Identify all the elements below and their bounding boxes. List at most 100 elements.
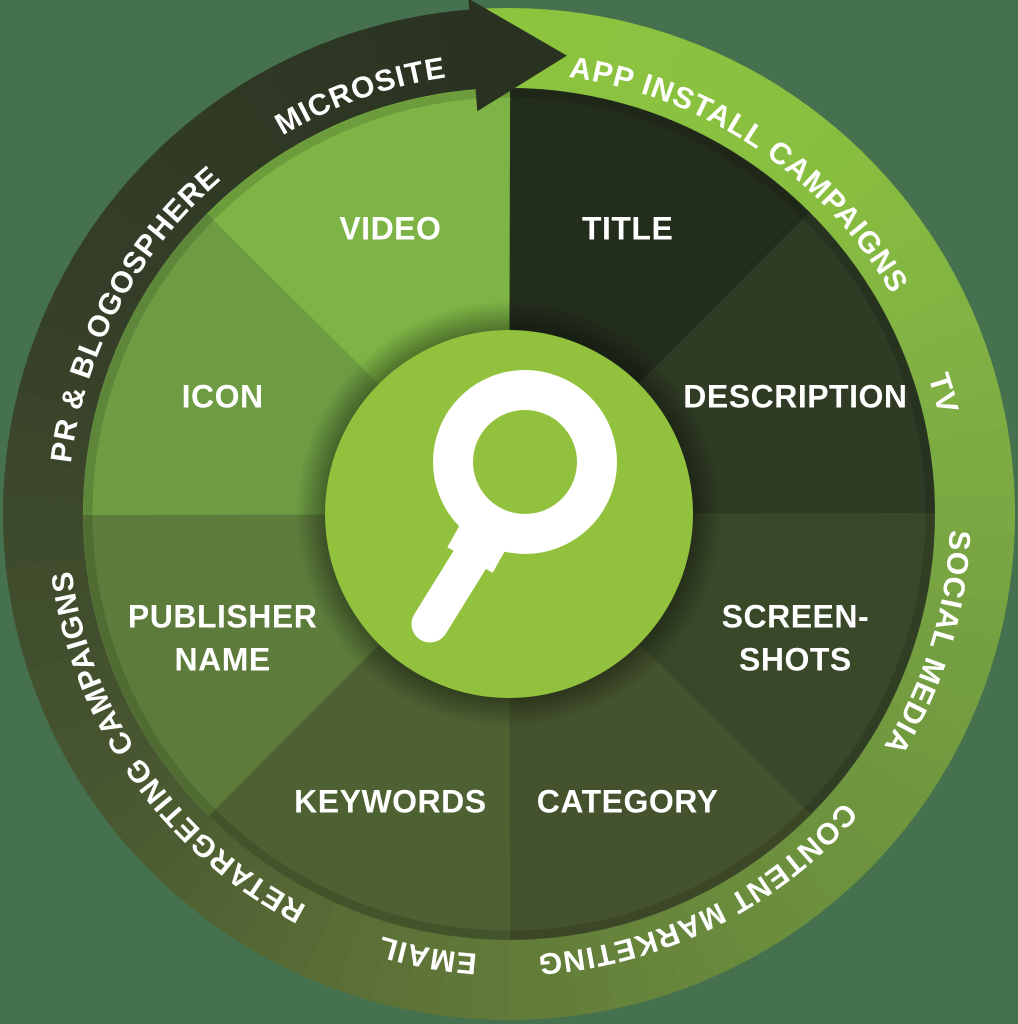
outer-ring-arc [155,818,236,902]
outer-ring-arc [268,888,336,977]
outer-ring-arc [928,426,1013,473]
outer-ring-arc [654,38,718,126]
magnifier-icon [411,370,617,643]
outer-ring-arc [211,83,286,170]
outer-ring-arc [70,228,158,301]
outer-ring-arc [903,645,991,707]
outer-ring-arc [803,799,886,881]
segment-label-line: TITLE [582,211,673,247]
outer-ring-arc [876,700,964,770]
outer-ring-arc [132,147,215,229]
outer-ring-arc [932,461,1015,502]
outer-ring-arc [732,858,807,945]
segment-label-publisher-name: PUBLISHER NAME [128,599,317,678]
magnifier-handle [411,534,493,643]
outer-ring-arc [333,913,392,1001]
outer-ring-arc [240,65,312,153]
segment-label-line: DESCRIPTION [683,378,907,414]
outer-ring [3,8,1015,1020]
outer-ring-arc [860,727,948,800]
outer-ring-arc [706,875,778,963]
outer-ring-arc [932,528,1015,570]
outer-ring-arc [844,202,931,278]
inner-wheel-rim-shadow [83,88,935,940]
segment-label-description: DESCRIPTION [683,378,907,414]
outer-ring-arc [39,289,128,355]
outer-ring-arc [238,873,310,961]
outer-ring-arc [89,200,175,276]
segment-label-line: SHOTS [739,642,852,678]
outer-ring-arc [303,37,366,125]
segment-label-icon: ICON [182,378,264,414]
outer-ring-arc [271,50,339,138]
outer-ring-arc [505,938,545,1020]
segment-label-video: VIDEO [339,211,441,247]
segment-label-line: CATEGORY [537,783,719,819]
outer-ring-arc [181,838,259,924]
outer-ring-arc [804,150,888,231]
outer-ring-arc [623,914,683,1002]
outer-ring-arc [652,903,715,991]
outer-ring-arc [536,935,580,1019]
outer-ring-arc [823,776,908,855]
inner-segment-labels: TITLE DESCRIPTION SCREEN- SHOTS CATEGORY KEYW… [128,211,907,820]
outer-ring-arc [183,102,261,188]
outer-ring-arc [110,173,195,252]
segment-label-screen-shots: SCREEN- SHOTS [722,599,870,678]
outer-ring-arc [26,643,115,704]
outer-ring-arc [38,671,127,736]
outer-ring-arc [69,724,156,797]
outer-ring-arc [335,26,395,114]
outer-ring-arc [759,104,837,190]
outer-ring-arc [913,617,1000,674]
outer-ring-arc [27,321,115,383]
outer-ring-arc [300,902,364,990]
outer-ring-arc [18,354,105,411]
segment-label-line: VIDEO [339,211,441,247]
outer-ring-arc [5,555,90,602]
outer-ring-arc [782,126,863,210]
outer-ring-arc [780,820,861,904]
segment-label-line: NAME [174,642,270,678]
segment-label-line: KEYWORDS [294,783,486,819]
outer-ring-arc [3,458,86,500]
clockwise-arrow [468,0,567,112]
outer-ring-arc [157,124,238,208]
segment-label-title: TITLE [582,211,673,247]
outer-ring-arc [565,930,615,1016]
outer-ring-arc [877,261,966,330]
outer-ring-arc [921,587,1008,640]
segment-label-line: SCREEN- [722,599,870,635]
outer-ring-arc [597,19,652,106]
outer-ring-arc [568,12,618,98]
outer-ring-arc [3,493,84,532]
outer-ring-arc [108,774,193,853]
outer-ring-arc [52,698,141,767]
outer-ring-arc [682,51,750,140]
outer-ring-arc [679,890,747,978]
outer-ring-arc [890,673,979,739]
outer-ring-arc [400,930,450,1016]
outer-ring-arc [470,938,509,1020]
outer-ring-arc [403,12,453,98]
outer-ring-arc [903,324,992,385]
segment-label-line: PUBLISHER [128,599,317,635]
outer-ring-arc [862,231,949,304]
segment-label-category: CATEGORY [537,783,719,819]
segment-label-keywords: KEYWORDS [294,783,486,819]
outer-ring-arc [209,857,284,944]
outer-ring-arc [843,752,929,828]
outer-ring-arc [54,258,142,328]
outer-ring-arc [626,27,685,115]
outer-ring-arc [10,388,97,441]
outer-ring-arc [366,922,421,1009]
segment-label-line: ICON [182,378,264,414]
magnifier-lens [433,370,617,554]
outer-ring-arc [757,840,835,926]
outer-ring-arc [825,175,910,254]
outer-ring-arc [3,526,86,567]
outer-ring-arc [130,797,214,878]
outer-ring-arc [891,292,980,357]
